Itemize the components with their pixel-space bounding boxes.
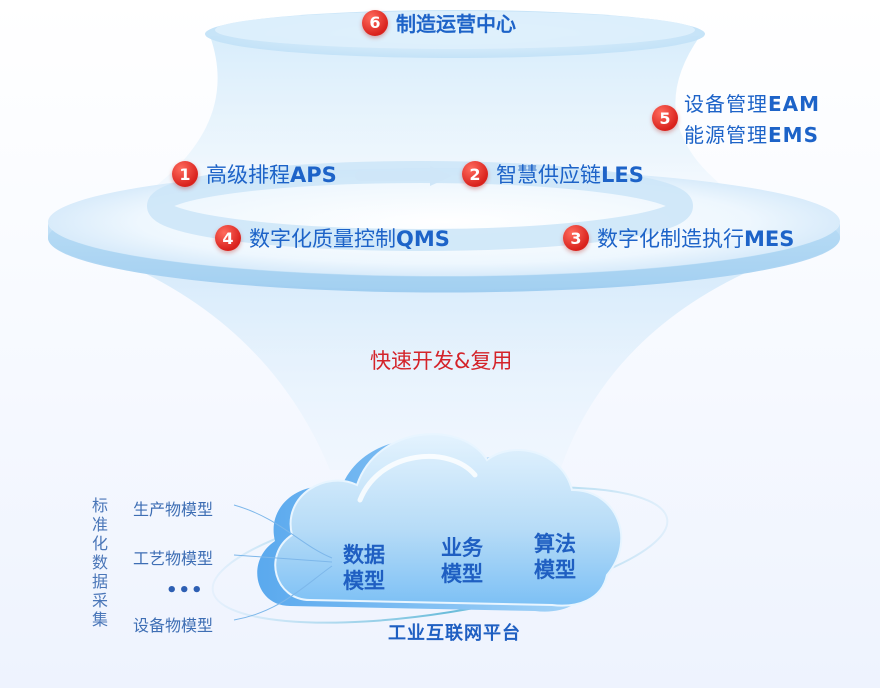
badge-5: 5 (652, 105, 678, 131)
module-1-aps: 1 高级排程APS (172, 159, 337, 189)
aps-cn: 高级排程 (206, 163, 290, 187)
badge-1: 1 (172, 161, 198, 187)
iiot-platform-label: 工业互联网平台 (388, 623, 521, 644)
badge-4: 4 (215, 225, 241, 251)
equipment-thing-model: 设备物模型 (133, 616, 214, 635)
business-model-label: 业务 模型 (441, 536, 483, 586)
module-4-qms: 4 数字化质量控制QMS (215, 223, 450, 253)
badge-2: 2 (462, 161, 488, 187)
mes-cn: 数字化制造执行 (597, 227, 744, 251)
les-en: LES (601, 163, 644, 187)
module-3-mes: 3 数字化制造执行MES (563, 223, 794, 253)
qms-cn: 数字化质量控制 (249, 227, 396, 251)
algorithm-model-label: 算法 模型 (534, 532, 576, 582)
manufacturing-ops-center: 6 制造运营中心 (362, 8, 516, 37)
ems-cn: 能源管理 (684, 123, 768, 147)
production-thing-model: 生产物模型 (133, 500, 214, 519)
eam-cn: 设备管理 (684, 92, 768, 116)
les-cn: 智慧供应链 (496, 163, 601, 187)
rapid-dev-reuse-label: 快速开发&复用 (370, 349, 513, 373)
mes-en: MES (744, 227, 795, 251)
standardized-data-collection-label: 标准化数据采集 (91, 496, 108, 629)
aps-en: APS (290, 163, 337, 187)
qms-en: QMS (396, 227, 450, 251)
top-title-label: 制造运营中心 (396, 12, 516, 36)
more-models-ellipsis: ••• (166, 580, 204, 601)
data-model-label: 数据 模型 (343, 543, 385, 593)
eam-en: EAM (768, 92, 821, 116)
module-2-les: 2 智慧供应链LES (462, 159, 644, 189)
process-thing-model: 工艺物模型 (133, 549, 214, 568)
module-5-eam-ems: 5 设备管理EAM 能源管理EMS (652, 88, 820, 148)
badge-3: 3 (563, 225, 589, 251)
ems-en: EMS (768, 123, 819, 147)
badge-6: 6 (362, 9, 388, 36)
